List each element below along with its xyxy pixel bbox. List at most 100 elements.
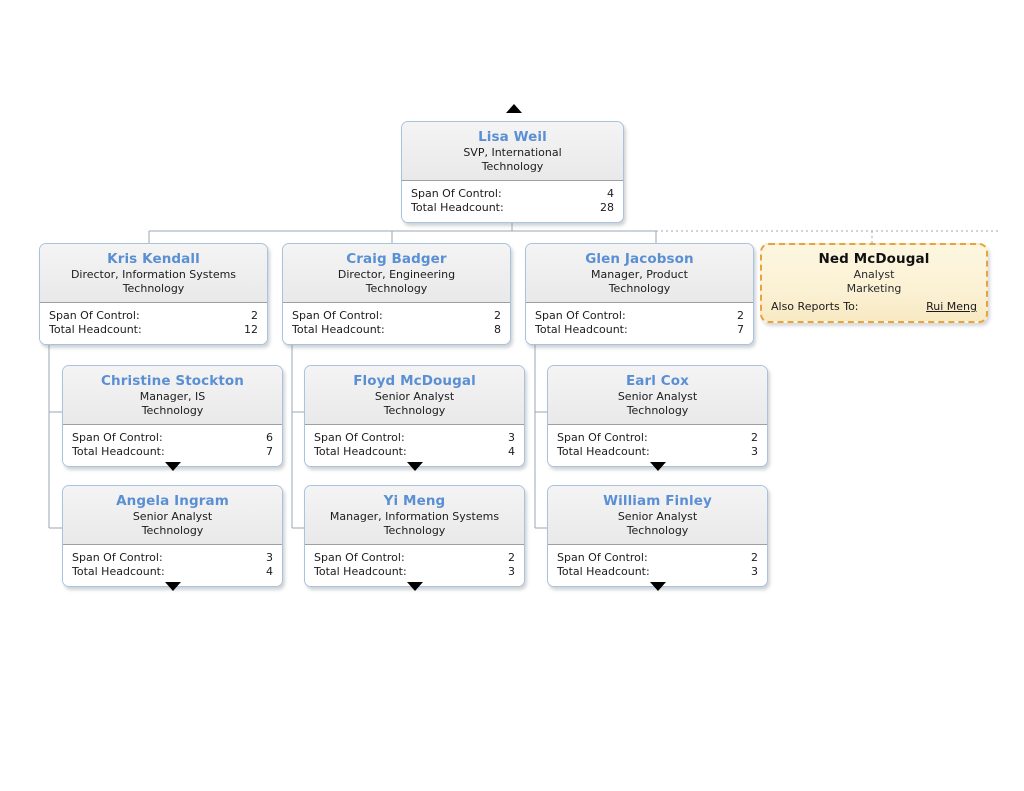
stat-label: Span Of Control: xyxy=(411,187,502,200)
stat-value: 12 xyxy=(244,323,258,336)
node-job-title: Senior Analyst xyxy=(617,510,698,523)
stat-value: 2 xyxy=(508,551,515,564)
expand-down-arrow-christine-stockton[interactable] xyxy=(165,462,181,471)
node-header: Earl Cox Senior Analyst Technology xyxy=(548,366,767,425)
node-job-title: Manager, IS xyxy=(139,390,206,403)
stat-label: Total Headcount: xyxy=(72,565,165,578)
org-node-william-finley[interactable]: William Finley Senior Analyst Technology… xyxy=(547,485,768,587)
stat-value: 3 xyxy=(266,551,273,564)
stat-label: Span Of Control: xyxy=(557,431,648,444)
stat-label: Total Headcount: xyxy=(49,323,142,336)
node-job-title: Manager, Product xyxy=(591,268,688,281)
node-person-name: William Finley xyxy=(603,493,712,509)
node-department: Marketing xyxy=(846,282,902,295)
stat-label: Span Of Control: xyxy=(314,431,405,444)
org-node-angela-ingram[interactable]: Angela Ingram Senior Analyst Technology … xyxy=(62,485,283,587)
stat-span-of-control: Span Of Control: 2 xyxy=(535,309,744,323)
node-header: Yi Meng Manager, Information Systems Tec… xyxy=(305,486,524,545)
node-department: Technology xyxy=(626,404,689,417)
stat-value: 3 xyxy=(751,445,758,458)
stat-value: 3 xyxy=(508,565,515,578)
stat-label: Span Of Control: xyxy=(49,309,140,322)
stat-total-headcount: Total Headcount: 3 xyxy=(314,565,515,579)
stat-total-headcount: Total Headcount: 12 xyxy=(49,323,258,337)
stat-value: 7 xyxy=(737,323,744,336)
node-person-name: Ned McDougal xyxy=(818,251,930,267)
stat-label: Total Headcount: xyxy=(411,201,504,214)
stat-value: 3 xyxy=(508,431,515,444)
node-person-name: Angela Ingram xyxy=(116,493,229,509)
org-node-earl-cox[interactable]: Earl Cox Senior Analyst Technology Span … xyxy=(547,365,768,467)
node-person-name: Glen Jacobson xyxy=(585,251,694,267)
stat-label: Span Of Control: xyxy=(535,309,626,322)
node-header: Glen Jacobson Manager, Product Technolog… xyxy=(526,244,753,303)
expand-down-arrow-yi-meng[interactable] xyxy=(407,582,423,591)
node-header: Lisa Weil SVP, International Technology xyxy=(402,122,623,181)
also-reports-to-link[interactable]: Rui Meng xyxy=(926,300,977,313)
stat-total-headcount: Total Headcount: 8 xyxy=(292,323,501,337)
node-department: Technology xyxy=(383,404,446,417)
expand-down-arrow-floyd-mcdougal[interactable] xyxy=(407,462,423,471)
stat-span-of-control: Span Of Control: 2 xyxy=(557,431,758,445)
stat-value: 8 xyxy=(494,323,501,336)
node-header: Christine Stockton Manager, IS Technolog… xyxy=(63,366,282,425)
node-header: Floyd McDougal Senior Analyst Technology xyxy=(305,366,524,425)
node-department: Technology xyxy=(481,160,544,173)
stat-label: Total Headcount: xyxy=(535,323,628,336)
node-department: Technology xyxy=(141,404,204,417)
stat-label: Total Headcount: xyxy=(314,445,407,458)
node-person-name: Craig Badger xyxy=(346,251,447,267)
stat-value: 2 xyxy=(737,309,744,322)
node-header: Craig Badger Director, Engineering Techn… xyxy=(283,244,510,303)
stat-label: Span Of Control: xyxy=(292,309,383,322)
node-department: Technology xyxy=(608,282,671,295)
node-job-title: Senior Analyst xyxy=(617,390,698,403)
node-job-title: Director, Engineering xyxy=(337,268,456,281)
stat-total-headcount: Total Headcount: 7 xyxy=(72,445,273,459)
stat-label: Span Of Control: xyxy=(557,551,648,564)
node-department: Technology xyxy=(383,524,446,537)
expand-up-arrow-root[interactable] xyxy=(506,104,522,113)
node-stats: Span Of Control: 2 Total Headcount: 12 xyxy=(40,303,267,344)
node-job-title: SVP, International xyxy=(463,146,562,159)
stat-value: 2 xyxy=(251,309,258,322)
org-node-ned-mcdougal[interactable]: Ned McDougal Analyst Marketing Also Repo… xyxy=(760,243,988,323)
org-node-glen-jacobson[interactable]: Glen Jacobson Manager, Product Technolog… xyxy=(525,243,754,345)
node-department: Technology xyxy=(122,282,185,295)
node-person-name: Earl Cox xyxy=(625,373,689,389)
node-department: Technology xyxy=(141,524,204,537)
stat-span-of-control: Span Of Control: 2 xyxy=(49,309,258,323)
org-node-kris-kendall[interactable]: Kris Kendall Director, Information Syste… xyxy=(39,243,268,345)
node-stats: Span Of Control: 2 Total Headcount: 7 xyxy=(526,303,753,344)
stat-span-of-control: Span Of Control: 2 xyxy=(314,551,515,565)
stat-label: Total Headcount: xyxy=(557,565,650,578)
expand-down-arrow-william-finley[interactable] xyxy=(650,582,666,591)
stat-total-headcount: Total Headcount: 4 xyxy=(314,445,515,459)
node-job-title: Senior Analyst xyxy=(132,510,213,523)
stat-value: 2 xyxy=(751,551,758,564)
org-node-christine-stockton[interactable]: Christine Stockton Manager, IS Technolog… xyxy=(62,365,283,467)
stat-value: 28 xyxy=(600,201,614,214)
stat-span-of-control: Span Of Control: 2 xyxy=(557,551,758,565)
stat-value: 3 xyxy=(751,565,758,578)
node-job-title: Director, Information Systems xyxy=(70,268,237,281)
node-header: Angela Ingram Senior Analyst Technology xyxy=(63,486,282,545)
node-stats: Span Of Control: 2 Total Headcount: 8 xyxy=(283,303,510,344)
org-node-lisa-weil[interactable]: Lisa Weil SVP, International Technology … xyxy=(401,121,624,223)
stat-total-headcount: Total Headcount: 3 xyxy=(557,565,758,579)
node-person-name: Lisa Weil xyxy=(478,129,547,145)
org-node-floyd-mcdougal[interactable]: Floyd McDougal Senior Analyst Technology… xyxy=(304,365,525,467)
org-node-yi-meng[interactable]: Yi Meng Manager, Information Systems Tec… xyxy=(304,485,525,587)
stat-label: Span Of Control: xyxy=(314,551,405,564)
node-header: Kris Kendall Director, Information Syste… xyxy=(40,244,267,303)
node-department: Technology xyxy=(626,524,689,537)
stat-value: 6 xyxy=(266,431,273,444)
expand-down-arrow-earl-cox[interactable] xyxy=(650,462,666,471)
org-node-craig-badger[interactable]: Craig Badger Director, Engineering Techn… xyxy=(282,243,511,345)
node-stats: Span Of Control: 6 Total Headcount: 7 xyxy=(63,425,282,466)
stat-total-headcount: Total Headcount: 7 xyxy=(535,323,744,337)
node-job-title: Senior Analyst xyxy=(374,390,455,403)
expand-down-arrow-angela-ingram[interactable] xyxy=(165,582,181,591)
node-header: William Finley Senior Analyst Technology xyxy=(548,486,767,545)
node-person-name: Christine Stockton xyxy=(101,373,244,389)
